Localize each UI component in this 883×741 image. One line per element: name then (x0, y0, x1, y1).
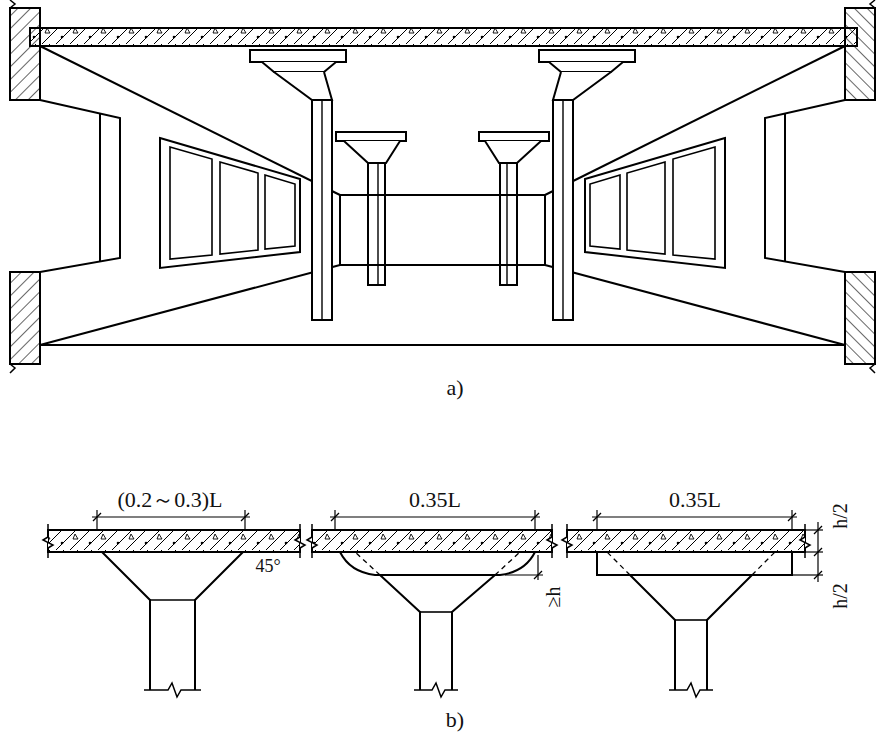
column-capital (274, 72, 332, 100)
window-pane (265, 175, 295, 249)
dimension-text: ≥h (542, 585, 564, 610)
break-line (43, 524, 53, 558)
floor-edge (40, 344, 845, 346)
drop-panel (597, 552, 792, 575)
figure-tag: b) (444, 708, 466, 732)
extension-line (805, 529, 823, 530)
dimension-tick (593, 513, 601, 521)
extension-line (96, 510, 97, 530)
dimension-tick (814, 548, 822, 556)
extension-line (791, 510, 792, 530)
slab-section (48, 530, 300, 552)
capital-outline (380, 575, 420, 690)
window-pane (220, 162, 258, 254)
break-line (144, 683, 201, 697)
angle-text: 45° (253, 557, 282, 577)
dimension-line (592, 516, 797, 517)
back-wall (340, 195, 545, 265)
extension-line (244, 510, 245, 530)
break-line (800, 524, 810, 558)
extension-line (334, 510, 335, 530)
break-lines (43, 524, 810, 697)
extension-line (805, 551, 823, 552)
dimension-tick (534, 571, 542, 579)
hidden-line (495, 552, 520, 575)
dimension-text: h/2 (829, 501, 851, 531)
break-line (295, 524, 305, 558)
capital-outline (420, 611, 452, 613)
column (312, 100, 332, 320)
ceiling-edge (40, 46, 340, 195)
column-edge (377, 163, 378, 285)
dimension-line (330, 516, 540, 517)
capital-outline (675, 619, 707, 621)
capital-outline (452, 575, 495, 690)
dimension-line (92, 516, 250, 517)
window-recess (99, 114, 101, 262)
hidden-line (355, 552, 380, 575)
break-line (669, 683, 713, 697)
column-edge (321, 100, 322, 320)
floor-edge (40, 265, 340, 345)
capital-outline (707, 575, 752, 690)
extension-line (596, 510, 597, 530)
room-half (10, 0, 406, 373)
window-frame (160, 138, 300, 268)
dimension-tick (331, 513, 339, 521)
wall-section (10, 8, 40, 100)
dimension-tick (814, 571, 822, 579)
room-half-mirror (479, 0, 875, 373)
break-line (307, 524, 317, 558)
dimension-text: h/2 (829, 581, 851, 611)
column (368, 163, 385, 285)
extension-line (534, 510, 535, 530)
break-line (547, 524, 557, 558)
column-capital (344, 141, 400, 163)
slab-section (567, 530, 805, 552)
figure-tag: a) (444, 376, 465, 400)
break-line (414, 683, 458, 697)
break-line (562, 524, 572, 558)
dimension-tick (531, 513, 539, 521)
dimension-tick (93, 513, 101, 521)
window-recess (40, 100, 120, 272)
dimension-lines (92, 510, 823, 582)
dimension-tick (788, 513, 796, 521)
dimension-tick (241, 513, 249, 521)
dimension-text: 0.35L (667, 488, 723, 512)
capital-outline (150, 599, 195, 601)
dimension-text: 0.35L (407, 488, 463, 512)
column-capital (336, 132, 406, 141)
room-view (10, 0, 875, 373)
wall-section (10, 272, 40, 364)
slab-section (312, 530, 552, 552)
break-line (10, 0, 15, 8)
window-pane (170, 147, 212, 259)
column-capital (262, 62, 336, 72)
break-line (10, 364, 15, 373)
drop-outline (340, 552, 535, 575)
column-capital (250, 50, 346, 62)
dimension-text: (0.2～0.3)L (115, 488, 224, 512)
capital-outline (630, 575, 675, 690)
capital-outline (195, 552, 243, 690)
hidden-line (752, 552, 775, 575)
floor-slab (30, 28, 857, 46)
capital-outline (102, 552, 150, 690)
capital-sections (43, 510, 823, 697)
hidden-line (607, 552, 630, 575)
dimension-tick (814, 526, 822, 534)
